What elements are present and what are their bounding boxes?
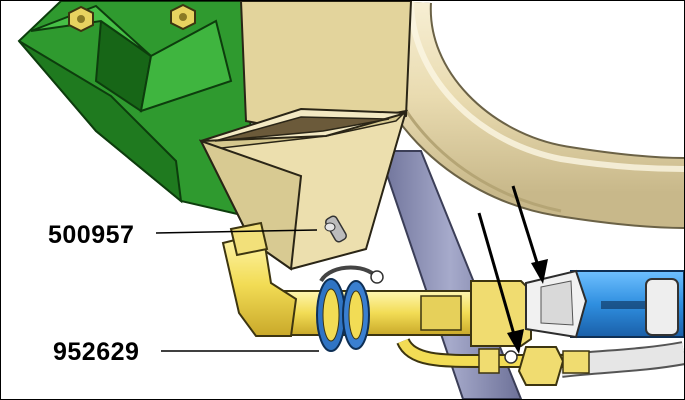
swivel-fitting (525, 269, 588, 339)
hex-nut-icon (170, 3, 196, 31)
hex-nut-icon (68, 5, 94, 33)
pointer-arrow (477, 212, 524, 354)
callout-952629: 952629 (53, 338, 140, 366)
yellow-fitting-run (221, 221, 588, 352)
pin-500957 (324, 215, 347, 243)
small-yellow-line (396, 337, 590, 386)
leader-line-500957 (155, 229, 318, 234)
green-bracket (17, 1, 253, 218)
pointer-arrow (511, 185, 548, 284)
blue-hose (570, 270, 684, 338)
blue-spacer (316, 278, 370, 352)
callout-500957: 500957 (48, 221, 135, 249)
square-tube (198, 1, 413, 271)
